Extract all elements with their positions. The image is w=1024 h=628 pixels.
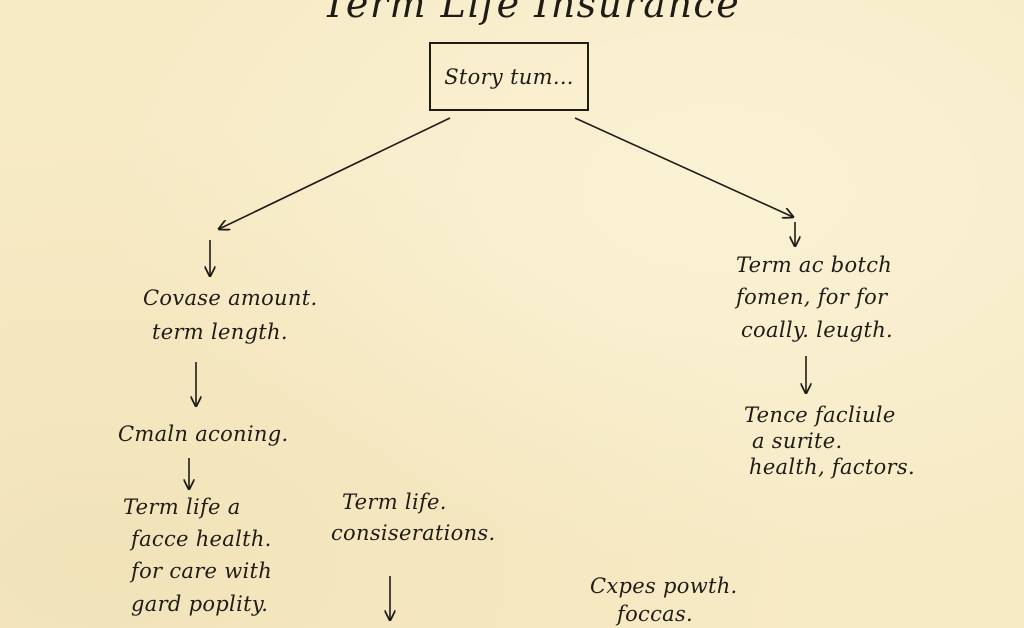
bottom-note-line-2: foccas. xyxy=(617,602,694,626)
left-node-3-line-2: facce health. xyxy=(131,527,272,551)
connector-root-to-right xyxy=(574,117,793,217)
left-node-3-line-1: Term life a xyxy=(123,495,241,519)
middle-node-1-line-2: consiserations. xyxy=(331,521,496,545)
diagram-title: Term Life Insurance xyxy=(322,0,741,26)
left-node-1-line-2: term length. xyxy=(152,320,288,344)
middle-node-1-line-1: Term life. xyxy=(342,490,447,514)
left-node-3-line-3: for care with xyxy=(131,559,273,583)
right-node-2-line-1: Tence facliule xyxy=(744,403,896,427)
root-node: Story tum... xyxy=(429,42,589,111)
connector-root-to-left xyxy=(219,117,451,229)
right-node-1-line-3: coally. leugth. xyxy=(741,318,894,342)
left-node-2-line-1: Cmaln aconing. xyxy=(118,422,289,446)
right-node-2-line-2: a surite. xyxy=(752,429,843,453)
bottom-note-line-1: Cxpes powth. xyxy=(590,574,738,598)
root-node-label: Story tum... xyxy=(444,64,574,89)
right-node-2-line-3: health, factors. xyxy=(749,455,915,479)
right-node-1-line-2: fomen, for for xyxy=(736,285,888,309)
left-node-3-line-4: gard poplity. xyxy=(131,592,269,616)
right-node-1-line-1: Term ac botch xyxy=(736,253,893,277)
left-node-1-line-1: Covase amount. xyxy=(143,286,318,310)
